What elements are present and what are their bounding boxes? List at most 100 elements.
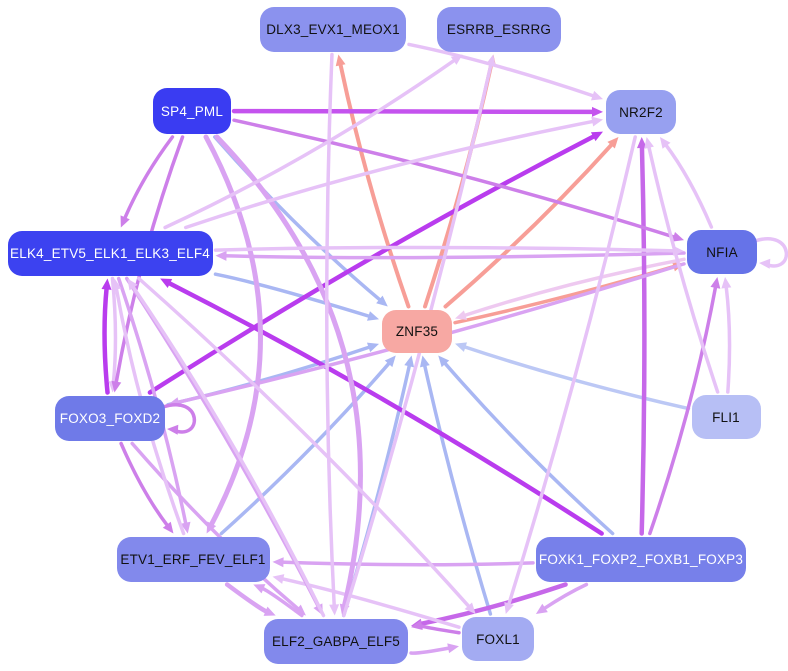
edge-SP4-NR2F2 <box>231 108 597 115</box>
node-FOXL1[interactable]: FOXL1 <box>462 617 534 661</box>
node-FOXO3[interactable]: FOXO3_FOXD2 <box>55 395 165 441</box>
node-label-NR2F2: NR2F2 <box>619 104 663 120</box>
node-label-FLI1: FLI1 <box>712 409 740 425</box>
arrowhead-FOXL1-ETV1 <box>272 574 285 584</box>
node-label-ELF2: ELF2_GABPA_ELF5 <box>271 633 401 649</box>
arrowhead-FLI1-NFIA <box>721 277 732 289</box>
arrowhead-FOXO3-NR2F2 <box>590 131 603 142</box>
arrowhead-ETV1-ELK4 <box>111 278 122 291</box>
edge-FOXK1-FOXL1 <box>541 582 589 611</box>
node-ELF2[interactable]: ELF2_GABPA_ELF5 <box>264 618 408 664</box>
arrowhead-NFIA-ELK4 <box>215 250 227 261</box>
arrowhead-ELF2-FOXL1 <box>447 643 459 654</box>
edge-FOXO3-ELF2 <box>130 441 301 612</box>
arrowhead-ETV1-ELF2 <box>263 606 276 616</box>
edge-NFIA-NR2F2 <box>663 142 714 229</box>
arrowhead-ELF2-ELK4 <box>127 278 138 291</box>
arrowhead-ELK4-NR2F2 <box>591 116 603 127</box>
arrowhead-ZNF35-NR2F2 <box>607 137 619 149</box>
arrowhead-FOXK1-ETV1 <box>272 557 284 568</box>
node-NR2F2[interactable]: NR2F2 <box>606 90 676 134</box>
arrowhead-FOXO3-ELK4 <box>101 278 112 290</box>
node-label-ZNF35: ZNF35 <box>395 323 439 339</box>
arrowhead-ETV1-ZNF35 <box>384 355 396 368</box>
edge-ETV1-ZNF35 <box>219 360 392 536</box>
arrowhead-FOXK1-NFIA <box>710 277 721 289</box>
edge-FOXK1-ZNF35 <box>442 360 615 536</box>
arrowhead-FOXO3-ZNF35 <box>366 342 379 353</box>
edge-ELF2-FOXL1 <box>409 646 452 655</box>
arrowhead-FOXO3-ETV1 <box>162 521 174 534</box>
node-ELK4[interactable]: ELK4_ETV5_ELK1_ELK3_ELF4 <box>7 230 213 276</box>
edge-SP4-ELF2 <box>214 134 363 610</box>
self-loop-arrowhead-FOXO3 <box>167 424 179 435</box>
arrowhead-DLX3-NR2F2 <box>590 90 603 101</box>
node-label-FOXK1: FOXK1_FOXP2_FOXB1_FOXP3 <box>538 551 744 567</box>
arrowhead-ELK4-ETV1 <box>180 521 191 534</box>
edge-DLX3-NR2F2 <box>407 42 597 99</box>
edge-ELK4-FOXL1 <box>137 276 472 610</box>
self-loop-FOXO3 <box>161 403 196 434</box>
arrowhead-ELF2-ZNF35 <box>404 355 415 368</box>
self-loop-arrowhead-NFIA <box>759 258 771 269</box>
arrowhead-ELF2-ETV1 <box>253 584 266 594</box>
edge-ZNF35-NR2F2 <box>443 141 615 309</box>
node-DLX3[interactable]: DLX3_EVX1_MEOX1 <box>260 6 406 52</box>
edge-FOXK1-NR2F2 <box>639 143 647 536</box>
arrowhead-NFIA-NR2F2 <box>659 137 671 149</box>
edge-NFIA-ELK4 <box>222 251 686 260</box>
edge-FOXO3-ETV1 <box>119 441 170 529</box>
arrowhead-SP4-FOXO3 <box>111 380 122 393</box>
edge-ELK4-ESRRB <box>163 57 457 230</box>
arrowhead-ELK4-FOXL1 <box>464 602 476 614</box>
arrowhead-FOXK1-ZNF35 <box>438 355 450 368</box>
arrowhead-SP4-ELK4 <box>120 215 130 228</box>
arrowhead-FOXO3-ELF2 <box>294 604 306 616</box>
node-FOXK1[interactable]: FOXK1_FOXP2_FOXB1_FOXP3 <box>536 536 746 582</box>
arrowhead-NFIA-ZNF35 <box>455 310 468 320</box>
node-ETV1[interactable]: ETV1_ERF_FEV_ELF1 <box>116 536 270 582</box>
edge-DLX3-ELF2 <box>325 52 337 609</box>
node-SP4[interactable]: SP4_PML <box>153 88 231 134</box>
arrowhead-SP4-ZNF35 <box>376 295 388 307</box>
arrowhead-SP4-NR2F2 <box>591 106 603 117</box>
edge-ELF2-ELK4 <box>130 284 326 618</box>
edge-FLI1-NR2F2 <box>646 144 720 394</box>
arrowhead-FOXK1-ELK4 <box>160 278 173 288</box>
node-ESRRB[interactable]: ESRRB_ESRRG <box>437 6 561 52</box>
edge-FOXK1-ETV1 <box>279 560 535 567</box>
edge-FOXL1-ETV1 <box>279 576 461 629</box>
node-ZNF35[interactable]: ZNF35 <box>382 309 452 353</box>
edge-ZNF35-DLX3 <box>338 61 411 309</box>
node-label-ETV1: ETV1_ERF_FEV_ELF1 <box>120 551 266 567</box>
node-label-FOXO3: FOXO3_FOXD2 <box>59 410 161 426</box>
arrowhead-FOXL1-ZNF35 <box>419 355 430 368</box>
arrowhead-ELK4-ZNF35 <box>367 311 379 321</box>
self-loop-NFIA <box>753 237 788 268</box>
edge-ELK4-NFIA <box>213 245 677 253</box>
node-FLI1[interactable]: FLI1 <box>691 395 761 439</box>
node-label-FOXL1: FOXL1 <box>476 631 520 647</box>
arrowhead-DLX3-ELF2 <box>329 604 340 616</box>
arrowhead-FLI1-NR2F2 <box>644 137 654 149</box>
edge-SP4-ELK4 <box>122 135 175 221</box>
edge-SP4-ETV1 <box>203 134 263 529</box>
arrowhead-SP4-NFIA <box>672 232 684 242</box>
node-label-ESRRB: ESRRB_ESRRG <box>446 21 552 37</box>
node-label-ELK4: ELK4_ETV5_ELK1_ELK3_ELF4 <box>10 245 210 261</box>
edge-ELK4-ZNF35 <box>213 272 373 319</box>
node-label-NFIA: NFIA <box>706 244 738 260</box>
arrowhead-NR2F2-FOXL1 <box>504 602 514 614</box>
edge-FOXO3-ELK4 <box>102 285 110 395</box>
edge-FOXK1-NFIA <box>648 284 718 536</box>
arrowhead-FOXK1-FOXL1 <box>535 603 548 614</box>
arrowhead-FOXK1-NR2F2 <box>636 137 647 149</box>
node-NFIA[interactable]: NFIA <box>687 230 757 274</box>
edge-NFIA-ZNF35 <box>461 257 686 318</box>
edge-ELK4-NR2F2 <box>183 119 596 230</box>
node-label-SP4: SP4_PML <box>160 103 224 119</box>
edge-NR2F2-FOXL1 <box>506 135 637 608</box>
